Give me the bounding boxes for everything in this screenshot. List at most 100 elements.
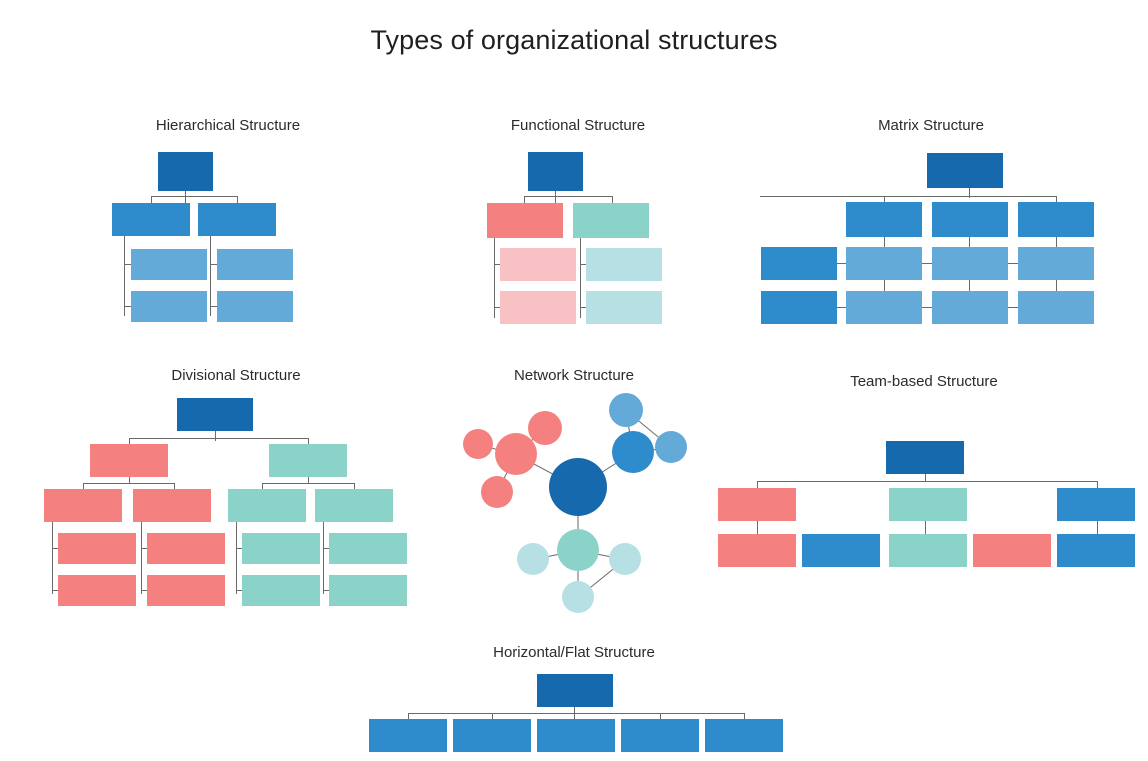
node-hierarchical-l2-a1[interactable] bbox=[131, 249, 207, 280]
node-horizontal-flat-unit-2[interactable] bbox=[453, 719, 531, 752]
node-matrix-r2-head[interactable] bbox=[761, 291, 837, 324]
connector-line bbox=[83, 483, 175, 484]
connector-line bbox=[210, 306, 218, 307]
connector-line bbox=[922, 307, 933, 308]
node-divisional-b-l3[interactable] bbox=[242, 575, 320, 606]
connector-line bbox=[969, 188, 970, 198]
network-node-blue-top[interactable] bbox=[609, 393, 643, 427]
network-node-hub-center[interactable] bbox=[549, 458, 607, 516]
node-team-based-member-2[interactable] bbox=[802, 534, 880, 567]
connector-line bbox=[757, 521, 758, 534]
network-node-salmon-left[interactable] bbox=[463, 429, 493, 459]
node-hierarchical-l1-a[interactable] bbox=[112, 203, 190, 236]
connector-line bbox=[83, 483, 84, 490]
connector-line bbox=[308, 477, 309, 484]
connector-line bbox=[1056, 196, 1057, 203]
node-hierarchical-root[interactable] bbox=[158, 152, 213, 191]
node-matrix-r1-head[interactable] bbox=[761, 247, 837, 280]
connector-line bbox=[969, 280, 970, 292]
node-team-based-member-5[interactable] bbox=[1057, 534, 1135, 567]
node-divisional-a-l4[interactable] bbox=[147, 575, 225, 606]
node-team-based-team-c[interactable] bbox=[1057, 488, 1135, 521]
node-functional-l1-a[interactable] bbox=[487, 203, 563, 238]
node-team-based-member-4[interactable] bbox=[973, 534, 1051, 567]
network-node-teal-right[interactable] bbox=[609, 543, 641, 575]
diagram-title-functional: Functional Structure bbox=[510, 117, 646, 134]
node-divisional-div-b[interactable] bbox=[269, 444, 347, 477]
connector-line bbox=[660, 713, 661, 720]
node-functional-root[interactable] bbox=[528, 152, 583, 191]
node-divisional-a-l3[interactable] bbox=[58, 575, 136, 606]
node-divisional-a-l2[interactable] bbox=[147, 533, 225, 564]
connector-line bbox=[1097, 521, 1098, 534]
node-divisional-b-l4[interactable] bbox=[329, 575, 407, 606]
node-team-based-member-3[interactable] bbox=[889, 534, 967, 567]
node-matrix-c3-top[interactable] bbox=[1018, 202, 1094, 237]
node-team-based-team-b[interactable] bbox=[889, 488, 967, 521]
connector-line bbox=[969, 237, 970, 248]
node-functional-l1-b[interactable] bbox=[573, 203, 649, 238]
node-horizontal-flat-root[interactable] bbox=[537, 674, 613, 707]
connector-line bbox=[524, 196, 612, 197]
node-divisional-a-s1[interactable] bbox=[44, 489, 122, 522]
node-matrix-c1-top[interactable] bbox=[846, 202, 922, 237]
network-node-salmon-top[interactable] bbox=[528, 411, 562, 445]
node-matrix-r2-c1[interactable] bbox=[846, 291, 922, 324]
network-node-teal-bottom[interactable] bbox=[562, 581, 594, 613]
node-matrix-c2-top[interactable] bbox=[932, 202, 1008, 237]
connector-line bbox=[129, 438, 130, 445]
node-functional-l2-b2[interactable] bbox=[586, 291, 662, 324]
node-divisional-b-l1[interactable] bbox=[242, 533, 320, 564]
node-horizontal-flat-unit-5[interactable] bbox=[705, 719, 783, 752]
node-matrix-r1-c3[interactable] bbox=[1018, 247, 1094, 280]
connector-line bbox=[174, 483, 175, 490]
connector-line bbox=[262, 483, 263, 490]
node-divisional-b-l2[interactable] bbox=[329, 533, 407, 564]
node-matrix-r1-c1[interactable] bbox=[846, 247, 922, 280]
node-functional-l2-b1[interactable] bbox=[586, 248, 662, 281]
node-divisional-a-s2[interactable] bbox=[133, 489, 211, 522]
network-node-hub-salmon[interactable] bbox=[495, 433, 537, 475]
node-functional-l2-a1[interactable] bbox=[500, 248, 576, 281]
node-horizontal-flat-unit-1[interactable] bbox=[369, 719, 447, 752]
node-divisional-a-l1[interactable] bbox=[58, 533, 136, 564]
node-hierarchical-l2-a2[interactable] bbox=[131, 291, 207, 322]
network-node-teal-left[interactable] bbox=[517, 543, 549, 575]
node-horizontal-flat-unit-3[interactable] bbox=[537, 719, 615, 752]
node-divisional-b-s2[interactable] bbox=[315, 489, 393, 522]
connector-line bbox=[757, 481, 758, 488]
network-node-hub-blue[interactable] bbox=[612, 431, 654, 473]
node-divisional-div-a[interactable] bbox=[90, 444, 168, 477]
node-divisional-b-s1[interactable] bbox=[228, 489, 306, 522]
diagram-title-hierarchical: Hierarchical Structure bbox=[155, 117, 301, 134]
connector-line bbox=[323, 522, 324, 594]
connector-line bbox=[323, 590, 330, 591]
network-node-blue-right[interactable] bbox=[655, 431, 687, 463]
connector-line bbox=[884, 237, 885, 248]
node-functional-l2-a2[interactable] bbox=[500, 291, 576, 324]
node-team-based-member-1[interactable] bbox=[718, 534, 796, 567]
connector-line bbox=[408, 713, 409, 720]
connector-line bbox=[494, 238, 495, 318]
node-matrix-r1-c2[interactable] bbox=[932, 247, 1008, 280]
node-team-based-team-a[interactable] bbox=[718, 488, 796, 521]
node-matrix-r2-c2[interactable] bbox=[932, 291, 1008, 324]
connector-line bbox=[555, 191, 556, 203]
diagram-title-network: Network Structure bbox=[513, 367, 635, 384]
node-hierarchical-l1-b[interactable] bbox=[198, 203, 276, 236]
node-matrix-r2-c3[interactable] bbox=[1018, 291, 1094, 324]
connector-line bbox=[925, 521, 926, 534]
node-hierarchical-l2-b1[interactable] bbox=[217, 249, 293, 280]
network-node-hub-teal[interactable] bbox=[557, 529, 599, 571]
node-team-based-root[interactable] bbox=[886, 441, 964, 474]
node-matrix-root[interactable] bbox=[927, 153, 1003, 188]
connector-line bbox=[236, 522, 237, 594]
node-horizontal-flat-unit-4[interactable] bbox=[621, 719, 699, 752]
node-hierarchical-l2-b2[interactable] bbox=[217, 291, 293, 322]
network-node-salmon-bottom[interactable] bbox=[481, 476, 513, 508]
diagram-title-team-based: Team-based Structure bbox=[850, 373, 998, 390]
node-divisional-root[interactable] bbox=[177, 398, 253, 431]
connector-line bbox=[354, 483, 355, 490]
